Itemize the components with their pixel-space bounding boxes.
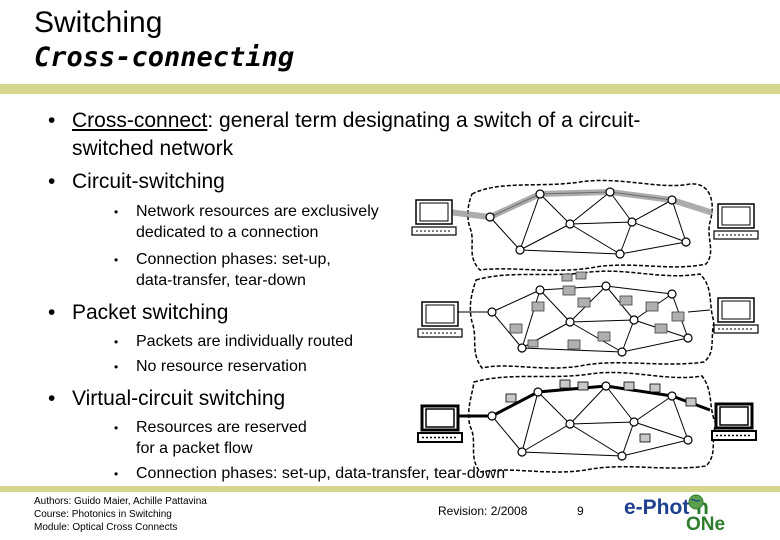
- cross-connect-term: Cross-connect: [72, 109, 208, 132]
- packet-switching-label: Packet switching: [72, 301, 229, 324]
- cross-connect-text: : general term designating a switch of a…: [207, 109, 641, 132]
- packet-icons: [505, 379, 697, 443]
- network-diagrams: [411, 179, 759, 473]
- computer-icon: [713, 297, 759, 334]
- sub-bullet-exclusive-cont: dedicated to a connection: [136, 224, 319, 241]
- virtual-circuit-diagram: [416, 371, 758, 473]
- bullet-marker: •: [48, 109, 56, 132]
- sub-bullet-phases-cont: data-transfer, tear-down: [136, 272, 306, 289]
- sub-bullet-text: Connection phases: set-up, data-transfer…: [136, 465, 506, 482]
- globe-icon: [688, 494, 704, 510]
- sub-bullet-exclusive: • Network resources are exclusively: [114, 202, 379, 222]
- computer-icon: [416, 404, 464, 444]
- sub-bullet-reserved-cont: for a packet flow: [136, 440, 253, 457]
- sub-bullet-text: Network resources are exclusively: [136, 203, 379, 220]
- logo-text-part3: ONe: [686, 514, 726, 535]
- page-number: 9: [577, 504, 584, 518]
- computer-icon: [411, 199, 457, 236]
- sub-bullet-text: No resource reservation: [136, 358, 307, 375]
- bullet-marker: •: [48, 301, 56, 324]
- bullet-marker: •: [48, 387, 56, 410]
- computer-icon: [713, 203, 759, 240]
- sub-bullet-marker: •: [114, 421, 119, 435]
- packet-icons: [509, 271, 685, 350]
- virtual-circuit-label: Virtual-circuit switching: [72, 387, 286, 410]
- bullet-cross-connect: • Cross-connect: general term designatin…: [48, 108, 641, 133]
- footer-authors: Authors: Guido Maier, Achille Pattavina: [34, 496, 207, 507]
- sub-bullet-reserved: • Resources are reserved: [114, 418, 307, 438]
- sub-bullet-marker: •: [114, 360, 119, 374]
- bullet-cross-connect-cont: switched network: [72, 137, 234, 160]
- sub-bullet-vc-phases: • Connection phases: set-up, data-transf…: [114, 464, 506, 484]
- footer-revision: Revision: 2/2008: [438, 504, 528, 518]
- footer-module: Module: Optical Cross Connects: [34, 522, 178, 533]
- bullet-circuit-switching: • Circuit-switching: [48, 169, 225, 194]
- footer-course: Course: Photonics in Switching: [34, 509, 172, 520]
- packet-switching-diagram: [417, 270, 759, 369]
- computer-icon: [710, 402, 758, 442]
- slide-subtitle: Cross-connecting: [34, 42, 295, 73]
- sub-bullet-marker: •: [114, 205, 119, 219]
- sub-bullet-marker: •: [114, 335, 119, 349]
- bullet-virtual-circuit: • Virtual-circuit switching: [48, 386, 286, 411]
- e-photon-one-logo: e-Phot n ONe: [624, 494, 764, 536]
- header-divider: [0, 84, 780, 94]
- logo-text-part1: e-Phot: [624, 496, 690, 519]
- circuit-switching-diagram: [411, 179, 759, 272]
- computer-icon: [417, 301, 463, 338]
- sub-bullet-marker: •: [114, 253, 119, 267]
- bullet-marker: •: [48, 170, 56, 193]
- circuit-switching-label: Circuit-switching: [72, 170, 225, 193]
- sub-bullet-text: Connection phases: set-up,: [136, 251, 331, 268]
- sub-bullet-phases: • Connection phases: set-up,: [114, 250, 331, 270]
- slide-title: Switching: [34, 6, 163, 39]
- sub-bullet-marker: •: [114, 467, 119, 481]
- sub-bullet-text: Packets are individually routed: [136, 333, 354, 350]
- sub-bullet-no-reservation: • No resource reservation: [114, 357, 307, 377]
- sub-bullet-text: Resources are reserved: [136, 419, 307, 436]
- bullet-packet-switching: • Packet switching: [48, 300, 229, 325]
- footer-divider: [0, 486, 780, 492]
- sub-bullet-routed: • Packets are individually routed: [114, 332, 354, 352]
